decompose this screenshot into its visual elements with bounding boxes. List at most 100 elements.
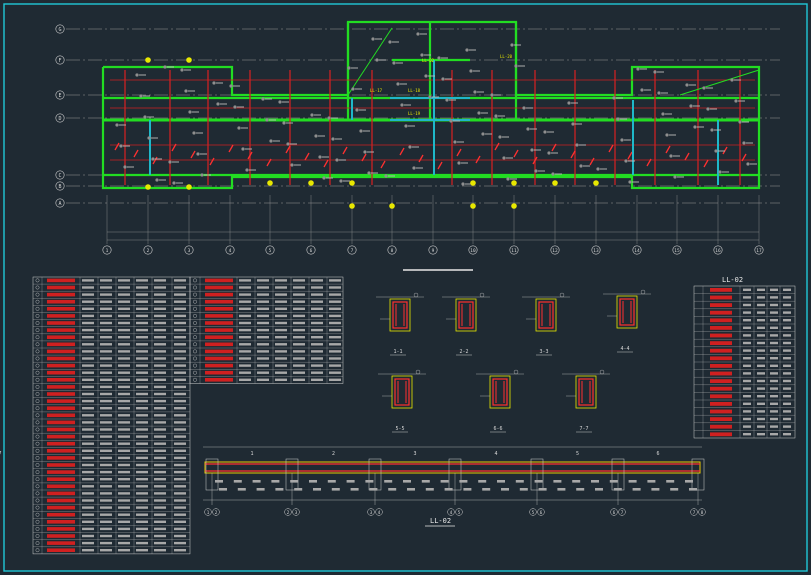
table-cell-text (100, 541, 112, 545)
annotation-dot (245, 168, 249, 172)
table-cell-text (154, 492, 166, 495)
annotation-dot (335, 158, 339, 162)
table-cell-text (136, 279, 148, 282)
table-cell-text (770, 341, 778, 345)
table-cell-fill (47, 512, 75, 517)
section-callout (599, 369, 605, 375)
table-cell-text (136, 499, 148, 502)
table-cell-text (783, 303, 791, 307)
table-cell-text (82, 414, 94, 417)
table-cell-text (174, 336, 186, 339)
column-marker (552, 180, 558, 186)
table-cell-fill (47, 477, 75, 481)
section-detail: 7-7 (562, 369, 610, 433)
table-cell-fill (710, 402, 732, 406)
table-cell-text (275, 293, 287, 296)
table-cell-text (174, 371, 186, 374)
rebar-tick (570, 150, 576, 159)
table-cell-text (136, 293, 148, 296)
annotation-dot (172, 181, 176, 185)
table-cell-text (154, 499, 166, 502)
table-cell-text (257, 314, 269, 318)
table-cell-text (100, 485, 112, 488)
table-cell-text (118, 470, 130, 474)
elevation-note (421, 480, 430, 483)
column-axis-bubble (102, 245, 112, 255)
table-cell-text (329, 307, 341, 310)
table-cell-text (154, 328, 166, 332)
annotation-dot (416, 32, 420, 36)
table-cell-text (239, 378, 251, 381)
table-cell-text (174, 527, 186, 531)
table-cell-text (174, 392, 186, 396)
table-cell-text (311, 378, 323, 381)
table-cell-text (136, 492, 148, 495)
table-cell-text (100, 314, 112, 318)
table-row-marker (35, 370, 40, 375)
column-axis-label: 7 (351, 248, 354, 254)
annotation-dot (498, 135, 502, 139)
table-cell-fill (47, 449, 75, 453)
elevation-note (463, 488, 472, 491)
table-row-marker (193, 313, 197, 318)
elevation-note (290, 480, 299, 483)
table-cell-text (174, 541, 186, 545)
table-cell-text (743, 349, 751, 352)
table-cell-text (174, 328, 186, 332)
table-cell-text (770, 303, 778, 307)
table-cell-text (770, 417, 778, 421)
drawing-frame (3, 3, 808, 572)
elevation-note (482, 488, 491, 491)
table-cell-text (783, 341, 791, 345)
elevation-axis-label: 7 (693, 510, 696, 515)
table-cell-text (154, 520, 166, 523)
bar-schedule-title: LL-02 (722, 276, 743, 284)
annotation-dot (420, 53, 424, 57)
table-cell-text (100, 463, 112, 467)
column-axis-label: 4 (229, 248, 232, 254)
table-cell-text (154, 378, 166, 381)
annotation-dot (616, 117, 620, 121)
column-marker (593, 180, 599, 186)
column-axis-label: 14 (634, 248, 640, 254)
floor-plan (101, 20, 761, 190)
table-cell-text (100, 435, 112, 438)
table-cell-text (770, 372, 778, 375)
table-cell-text (136, 300, 148, 303)
table-row-marker (35, 278, 40, 283)
table-cell-text (174, 421, 186, 424)
elevation-note (497, 480, 505, 483)
section-stirrup (619, 298, 635, 326)
span-number: 4 (494, 451, 497, 457)
table-cell-text (154, 435, 166, 438)
table-cell-text (311, 300, 323, 303)
column-marker (511, 180, 517, 186)
table-cell-text (770, 357, 778, 360)
table-cell-text (136, 449, 148, 452)
elevation-note (252, 480, 261, 483)
table-cell-text (118, 492, 130, 495)
elevation-note (576, 488, 585, 491)
elevation-note (388, 488, 397, 491)
table-row-marker (35, 306, 40, 311)
section-outline (391, 375, 413, 409)
table-cell-fill (47, 491, 75, 496)
rebar-tick (247, 151, 253, 160)
table-cell-text (239, 364, 251, 367)
table-cell-text (174, 378, 186, 381)
table-cell-fill (205, 363, 233, 368)
column-marker (267, 180, 273, 186)
table-row-marker (193, 363, 197, 368)
table-cell-text (174, 307, 186, 310)
elevation-note (440, 480, 449, 483)
rebar-tick (380, 160, 386, 169)
table-cell-text (293, 321, 305, 325)
table-cell-text (100, 421, 112, 424)
table-cell-text (82, 520, 94, 523)
table-cell-text (257, 293, 269, 296)
table-cell-text (174, 364, 186, 367)
table-cell-text (293, 293, 305, 296)
elevation-note (591, 480, 599, 483)
elevation-note (425, 488, 434, 491)
